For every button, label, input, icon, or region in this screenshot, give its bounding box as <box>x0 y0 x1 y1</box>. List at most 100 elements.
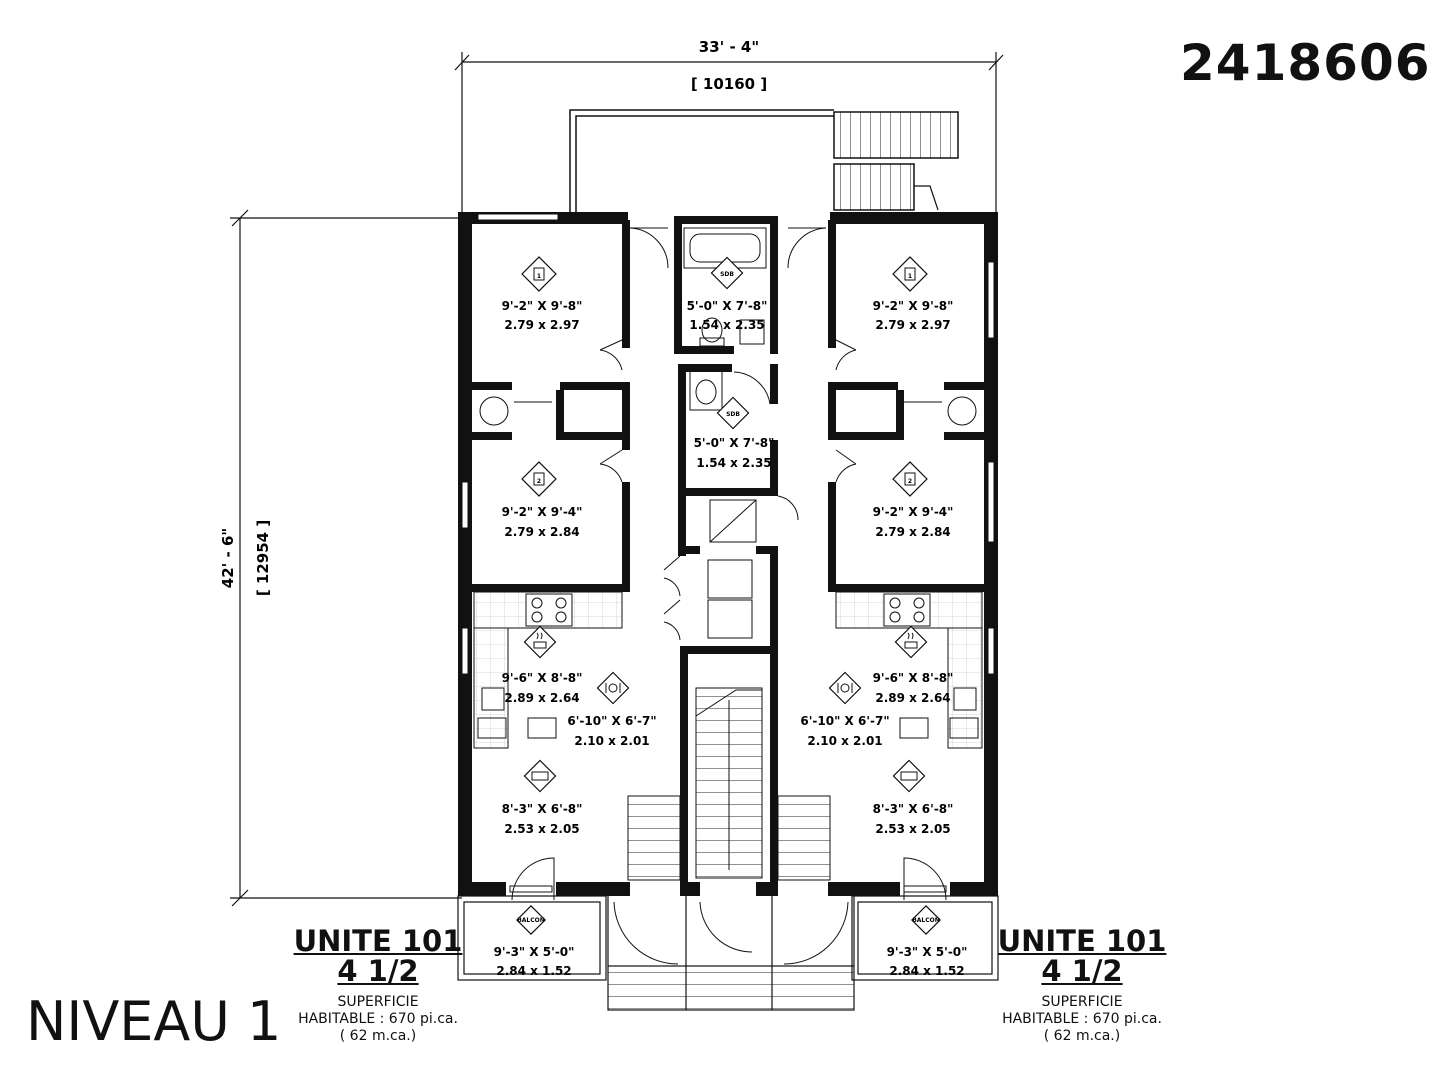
room-label: 6'-10" X 6'-7" 2.10 x 2.01 <box>800 714 889 748</box>
room-label: 9'-6" X 8'-8" 2.89 x 2.64 <box>502 671 583 705</box>
central-core <box>674 216 778 896</box>
door-swings <box>511 227 947 965</box>
svg-text:9'-2" X 9'-8": 9'-2" X 9'-8" <box>502 299 583 313</box>
sofa-icon <box>523 759 557 793</box>
unit-superficie: SUPERFICIE <box>337 994 419 1010</box>
bathroom-icon: SDB <box>716 396 750 430</box>
exterior-stairs <box>833 111 959 211</box>
room-label: 9'-3" X 5'-0" 2.84 x 1.52 <box>887 945 968 978</box>
floor-plan: 33' - 4" [ 10160 ] 42' - 6" [ 12954 ] <box>219 38 1004 1011</box>
kitchen-pot-icon <box>894 625 928 659</box>
svg-text:9'-3" X 5'-0": 9'-3" X 5'-0" <box>887 945 968 959</box>
svg-text:1.54 x 2.35: 1.54 x 2.35 <box>696 456 771 470</box>
dimension-width-metric: [ 10160 ] <box>691 75 767 93</box>
right-interior-walls <box>828 220 984 592</box>
dimension-height-imperial: 42' - 6" <box>219 528 237 588</box>
room-label: 9'-6" X 8'-8" 2.89 x 2.64 <box>873 671 954 705</box>
kitchen-right <box>835 591 983 749</box>
svg-text:6'-10" X 6'-7": 6'-10" X 6'-7" <box>567 714 656 728</box>
tag-bed2: 2 <box>537 478 541 485</box>
sofa-icon <box>892 759 926 793</box>
svg-text:2.79 x 2.84: 2.79 x 2.84 <box>875 525 950 539</box>
tag-balcon: BALCON <box>517 917 545 924</box>
svg-text:2.79 x 2.97: 2.79 x 2.97 <box>504 318 579 332</box>
room-label: 9'-2" X 9'-4" 2.79 x 2.84 <box>873 505 954 539</box>
svg-text:2.89 x 2.64: 2.89 x 2.64 <box>504 691 579 705</box>
svg-text:1.54 x 2.35: 1.54 x 2.35 <box>689 318 764 332</box>
balcony-right <box>851 895 999 981</box>
unit-superficie: SUPERFICIE <box>1041 994 1123 1010</box>
windows <box>461 213 995 893</box>
unit-title: UNITE 101 <box>293 924 463 958</box>
bed-icon: 2 <box>892 461 928 497</box>
front-porch-stairs-right <box>777 795 831 881</box>
svg-text:2.89 x 2.64: 2.89 x 2.64 <box>875 691 950 705</box>
svg-text:2.84 x 1.52: 2.84 x 1.52 <box>889 964 964 978</box>
svg-text:2.10 x 2.01: 2.10 x 2.01 <box>574 734 649 748</box>
svg-text:2.84 x 1.52: 2.84 x 1.52 <box>496 964 571 978</box>
balcony-left <box>457 895 607 981</box>
svg-text:6'-10" X 6'-7": 6'-10" X 6'-7" <box>800 714 889 728</box>
svg-text:8'-3" X 6'-8": 8'-3" X 6'-8" <box>873 802 954 816</box>
tag-bed2: 2 <box>908 478 912 485</box>
svg-text:2.53 x 2.05: 2.53 x 2.05 <box>504 822 579 836</box>
plan-number: 2418606 <box>1180 34 1431 92</box>
svg-text:9'-3" X 5'-0": 9'-3" X 5'-0" <box>494 945 575 959</box>
svg-text:9'-2" X 9'-4": 9'-2" X 9'-4" <box>502 505 583 519</box>
dimension-width <box>454 52 1004 212</box>
unit-label-right: UNITE 101 4 1/2 SUPERFICIE HABITABLE : 6… <box>982 926 1182 1045</box>
svg-text:2.10 x 2.01: 2.10 x 2.01 <box>807 734 882 748</box>
front-entry-stairs <box>607 896 855 1011</box>
unit-metric: ( 62 m.ca.) <box>1043 1028 1121 1044</box>
dining-icon <box>596 671 630 705</box>
svg-text:9'-2" X 9'-4": 9'-2" X 9'-4" <box>873 505 954 519</box>
closets <box>479 396 977 426</box>
dining-icon <box>828 671 862 705</box>
interior-stairs <box>695 687 763 879</box>
room-label: 5'-0" X 7'-8" 1.54 x 2.35 <box>687 299 768 332</box>
dimension-height <box>230 209 462 907</box>
balcony-icon: BALCON <box>911 905 941 935</box>
kitchen-pot-icon <box>523 625 557 659</box>
room-label: 8'-3" X 6'-8" 2.53 x 2.05 <box>502 802 583 836</box>
room-label: 9'-2" X 9'-8" 2.79 x 2.97 <box>873 299 954 332</box>
tag-bed1: 1 <box>908 273 912 280</box>
tag-bed1: 1 <box>537 273 541 280</box>
dimension-height-metric: [ 12954 ] <box>254 520 272 596</box>
rear-terrace <box>569 109 834 216</box>
bed-icon: 1 <box>892 256 928 292</box>
room-label: 9'-2" X 9'-4" 2.79 x 2.84 <box>502 505 583 539</box>
room-label: 9'-2" X 9'-8" 2.79 x 2.97 <box>502 299 583 332</box>
svg-text:2.79 x 2.84: 2.79 x 2.84 <box>504 525 579 539</box>
svg-text:9'-2" X 9'-8": 9'-2" X 9'-8" <box>873 299 954 313</box>
unit-label-left: UNITE 101 4 1/2 SUPERFICIE HABITABLE : 6… <box>278 926 478 1045</box>
svg-text:2.79 x 2.97: 2.79 x 2.97 <box>875 318 950 332</box>
kitchen-left <box>473 591 623 749</box>
svg-text:9'-6" X 8'-8": 9'-6" X 8'-8" <box>502 671 583 685</box>
svg-text:2.53 x 2.05: 2.53 x 2.05 <box>875 822 950 836</box>
unit-title: UNITE 101 <box>997 924 1167 958</box>
room-label: 6'-10" X 6'-7" 2.10 x 2.01 <box>567 714 656 748</box>
tag-sdb: SDB <box>726 411 740 418</box>
unit-metric: ( 62 m.ca.) <box>339 1028 417 1044</box>
svg-text:5'-0" X 7'-8": 5'-0" X 7'-8" <box>694 436 775 450</box>
tag-sdb: SDB <box>720 271 734 278</box>
svg-text:8'-3" X 6'-8": 8'-3" X 6'-8" <box>502 802 583 816</box>
unit-type: 4 1/2 <box>337 954 419 988</box>
front-porch-stairs-left <box>627 795 681 881</box>
svg-text:9'-6" X 8'-8": 9'-6" X 8'-8" <box>873 671 954 685</box>
bathroom-icon: SDB <box>710 256 744 290</box>
unit-type: 4 1/2 <box>1041 954 1123 988</box>
dimension-width-imperial: 33' - 4" <box>699 38 759 56</box>
left-interior-walls <box>472 220 630 592</box>
bathroom-fixtures-middle <box>689 369 757 639</box>
balcony-icon: BALCON <box>516 905 546 935</box>
level-label: NIVEAU 1 <box>26 990 282 1053</box>
unit-habitable: HABITABLE : 670 pi.ca. <box>298 1011 458 1027</box>
room-label: 8'-3" X 6'-8" 2.53 x 2.05 <box>873 802 954 836</box>
svg-text:5'-0" X 7'-8": 5'-0" X 7'-8" <box>687 299 768 313</box>
unit-habitable: HABITABLE : 670 pi.ca. <box>1002 1011 1162 1027</box>
exterior-walls <box>458 212 998 896</box>
bed-icon: 1 <box>521 256 557 292</box>
room-label: 5'-0" X 7'-8" 1.54 x 2.35 <box>694 436 775 470</box>
